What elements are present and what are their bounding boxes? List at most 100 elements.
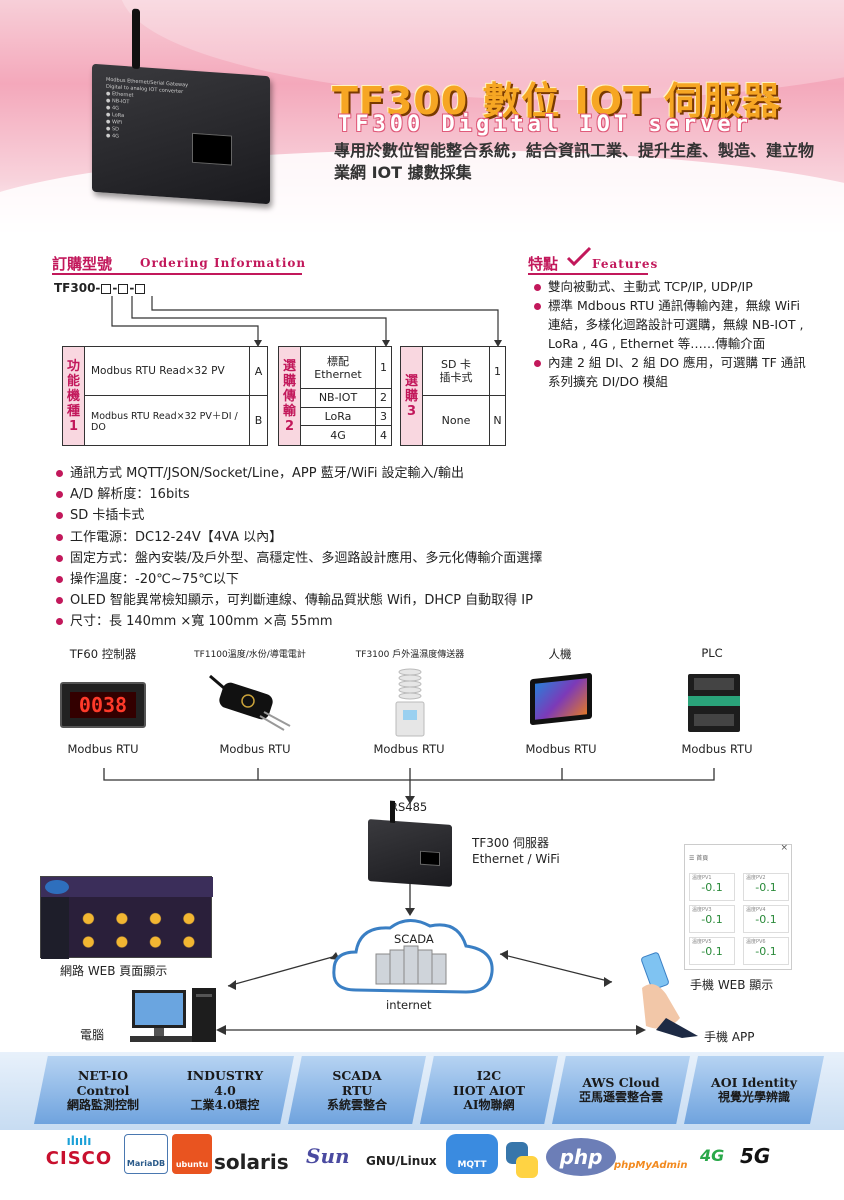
ordering-heading-en: Ordering Information	[140, 256, 307, 270]
mqtt-logo: MQTT	[446, 1134, 498, 1174]
table2-row3-desc: LoRa	[324, 410, 352, 424]
table2-row2-code: 2	[375, 389, 391, 407]
app-label: 手機 APP	[704, 1030, 755, 1044]
ordering-table-function: 功能機種1 Modbus RTU Read×32 PV A Modbus RTU…	[62, 346, 268, 446]
checkmark-icon	[566, 246, 592, 266]
spec-item: A/D 解析度：16bits	[56, 484, 816, 505]
table3-row1-code: 1	[489, 347, 505, 396]
solaris-logo: solaris	[214, 1150, 289, 1174]
phone-tile: 溫度PV6 -0.1	[743, 937, 789, 965]
phone-tile: 溫度PV4 -0.1	[743, 905, 789, 933]
features-heading-en: Features	[592, 257, 659, 271]
server-name: TF300 伺服器	[472, 836, 549, 850]
feature-item: 內建 2 組 DI、2 組 DO 應用，可選購 TF 通訊系列擴充 DI/DO …	[534, 353, 814, 391]
ordering-table-option: 選購3 SD 卡 插卡式 1 None N	[400, 346, 506, 446]
sun-logo: Sun	[306, 1144, 350, 1168]
4g-logo: 4G	[700, 1146, 725, 1165]
protocol-label-tf3100: Modbus RTU	[373, 742, 445, 756]
table1-header: 功能機種1	[63, 347, 85, 445]
protocol-label-hmi: Modbus RTU	[525, 742, 597, 756]
table1-row2-code: B	[249, 396, 267, 445]
tile-aws: AWS Cloud 亞馬遜雲整合雲	[552, 1056, 690, 1124]
table3-header: 選購3	[401, 347, 423, 445]
features-underline	[528, 273, 648, 275]
page-description: 專用於數位智能整合系統，結合資訊工業、提升生產、製造、建立物業網 IOT 據數採…	[334, 141, 815, 182]
protocol-label-plc: Modbus RTU	[681, 742, 753, 756]
table2-row1-desc: 標配 Ethernet	[314, 354, 362, 381]
spec-item: 操作溫度：-20℃~75℃以下	[56, 569, 816, 590]
protocol-label-tf60: Modbus RTU	[67, 742, 139, 756]
5g-logo: 5G	[740, 1144, 771, 1168]
device-label: Modbus Ethernet/Serial Gateway Digital t…	[106, 76, 189, 140]
gnu-linux-logo: GNU/Linux	[366, 1154, 437, 1168]
table2-row3-code: 3	[375, 407, 391, 426]
specs-list: 通訊方式 MQTT/JSON/Socket/Line，APP 藍牙/WiFi 設…	[56, 463, 816, 633]
phone-tile: 溫度PV5 -0.1	[689, 937, 735, 965]
phone-tile: 溫度PV1 -0.1	[689, 873, 735, 901]
phone-tile: 溫度PV2 -0.1	[743, 873, 789, 901]
computer-icon	[130, 988, 216, 1042]
mobile-web-screen: × ☰ 首頁 溫度PV1 -0.1 溫度PV2 -0.1 溫度PV3 -0.1 …	[684, 843, 792, 970]
table1-row1-desc: Modbus RTU Read×32 PV	[91, 365, 225, 377]
tf60-controller-image: 0038	[60, 682, 146, 728]
web-display-label: 網路 WEB 頁面顯示	[60, 964, 168, 978]
table3-row2-code: N	[489, 396, 505, 445]
table1-row1-code: A	[249, 347, 267, 396]
table3-row2-desc: None	[441, 414, 471, 427]
spec-item: 固定方式：盤內安裝/及戶外型、高穩定性、多迴路設計應用、多元化傳輸介面選擇	[56, 548, 816, 569]
ordering-heading: 訂購型號	[52, 255, 113, 273]
spec-item: 工作電源：DC12-24V【4VA 以內】	[56, 527, 816, 548]
table1-row2-desc: Modbus RTU Read×32 PV＋DI / DO	[91, 411, 238, 433]
ordering-table-transmission: 選購傳輸2 標配 Ethernet 1 NB-IOT 2 LoRa 3 4G 4	[278, 346, 392, 446]
hero-banner	[0, 0, 844, 240]
tile-scada: SCADA RTU 系統雲整合	[288, 1056, 426, 1124]
spec-item: 尺寸：長 140mm ×寬 100mm ×高 55mm	[56, 611, 816, 632]
spec-item: 通訊方式 MQTT/JSON/Socket/Line，APP 藍牙/WiFi 設…	[56, 463, 816, 484]
tf3100-sensor-image	[395, 668, 425, 737]
cisco-logo: ılıılı CISCO	[45, 1134, 113, 1169]
device-label-plc: PLC	[701, 646, 723, 660]
pc-label: 電腦	[80, 1028, 105, 1042]
controller-display: 0038	[70, 692, 136, 718]
plc-image	[688, 674, 740, 732]
mariadb-logo: MariaDB	[124, 1134, 168, 1174]
table2-row4-desc: 4G	[330, 429, 346, 443]
ordering-connector-lines	[111, 296, 502, 347]
php-logo: php	[546, 1138, 616, 1176]
cloud-icon	[332, 919, 494, 994]
tile-net-io: NET-IO Control 網路監測控制	[34, 1056, 172, 1124]
table2-row2-desc: NB-IOT	[318, 391, 358, 405]
antenna	[132, 8, 140, 70]
mobile-web-label: 手機 WEB 顯示	[690, 978, 774, 992]
phone-title: 首頁	[696, 855, 709, 862]
web-dashboard-image	[40, 876, 213, 959]
device-label-tf3100: TF3100 戶外溫濕度傳送器	[355, 650, 465, 660]
ubuntu-logo: ubuntu	[172, 1134, 212, 1174]
device-label-tf60: TF60 控制器	[69, 647, 137, 661]
python-logo	[502, 1140, 542, 1180]
features-list: 雙向被動式、主動式 TCP/IP, UDP/IP 標準 Mdbous RTU 通…	[534, 277, 814, 391]
tf300-server-image	[368, 800, 452, 887]
features-heading: 特點	[528, 255, 559, 273]
phpmyadmin-logo: phpMyAdmin	[614, 1160, 688, 1171]
table3-row1-desc: SD 卡 插卡式	[439, 358, 473, 384]
close-icon[interactable]: ×	[780, 843, 788, 853]
spec-item: SD 卡插卡式	[56, 505, 816, 526]
spec-item: OLED 智能異常檢知顯示，可判斷連線、傳輸品質狀態 Wifi，DHCP 自動取…	[56, 590, 816, 611]
protocol-label-tf1100: Modbus RTU	[219, 742, 291, 756]
model-code: TF300---	[54, 281, 146, 295]
network-diagram-lines	[103, 768, 715, 1035]
rs485-label: RS485	[390, 800, 428, 814]
phone-tile: 溫度PV3 -0.1	[689, 905, 735, 933]
model-prefix: TF300-	[54, 281, 101, 295]
device-label-hmi: 人機	[548, 647, 572, 661]
hand-phone-icon	[641, 952, 698, 1038]
internet-label: internet	[386, 998, 432, 1012]
tile-i2c: I2C IIOT AIOT AI物聯網	[420, 1056, 558, 1124]
table2-row1-code: 1	[375, 347, 391, 389]
hmi-image	[530, 672, 592, 726]
device-oled-screen	[192, 132, 232, 166]
tile-aoi: AOI Identity 視覺光學辨識	[684, 1056, 824, 1124]
feature-item: 標準 Mdbous RTU 通訊傳輸內建，無線 WiFi 連結，多樣化迴路設計可…	[534, 296, 814, 353]
tile-industry: INDUSTRY 4.0 工業4.0環控	[156, 1056, 294, 1124]
